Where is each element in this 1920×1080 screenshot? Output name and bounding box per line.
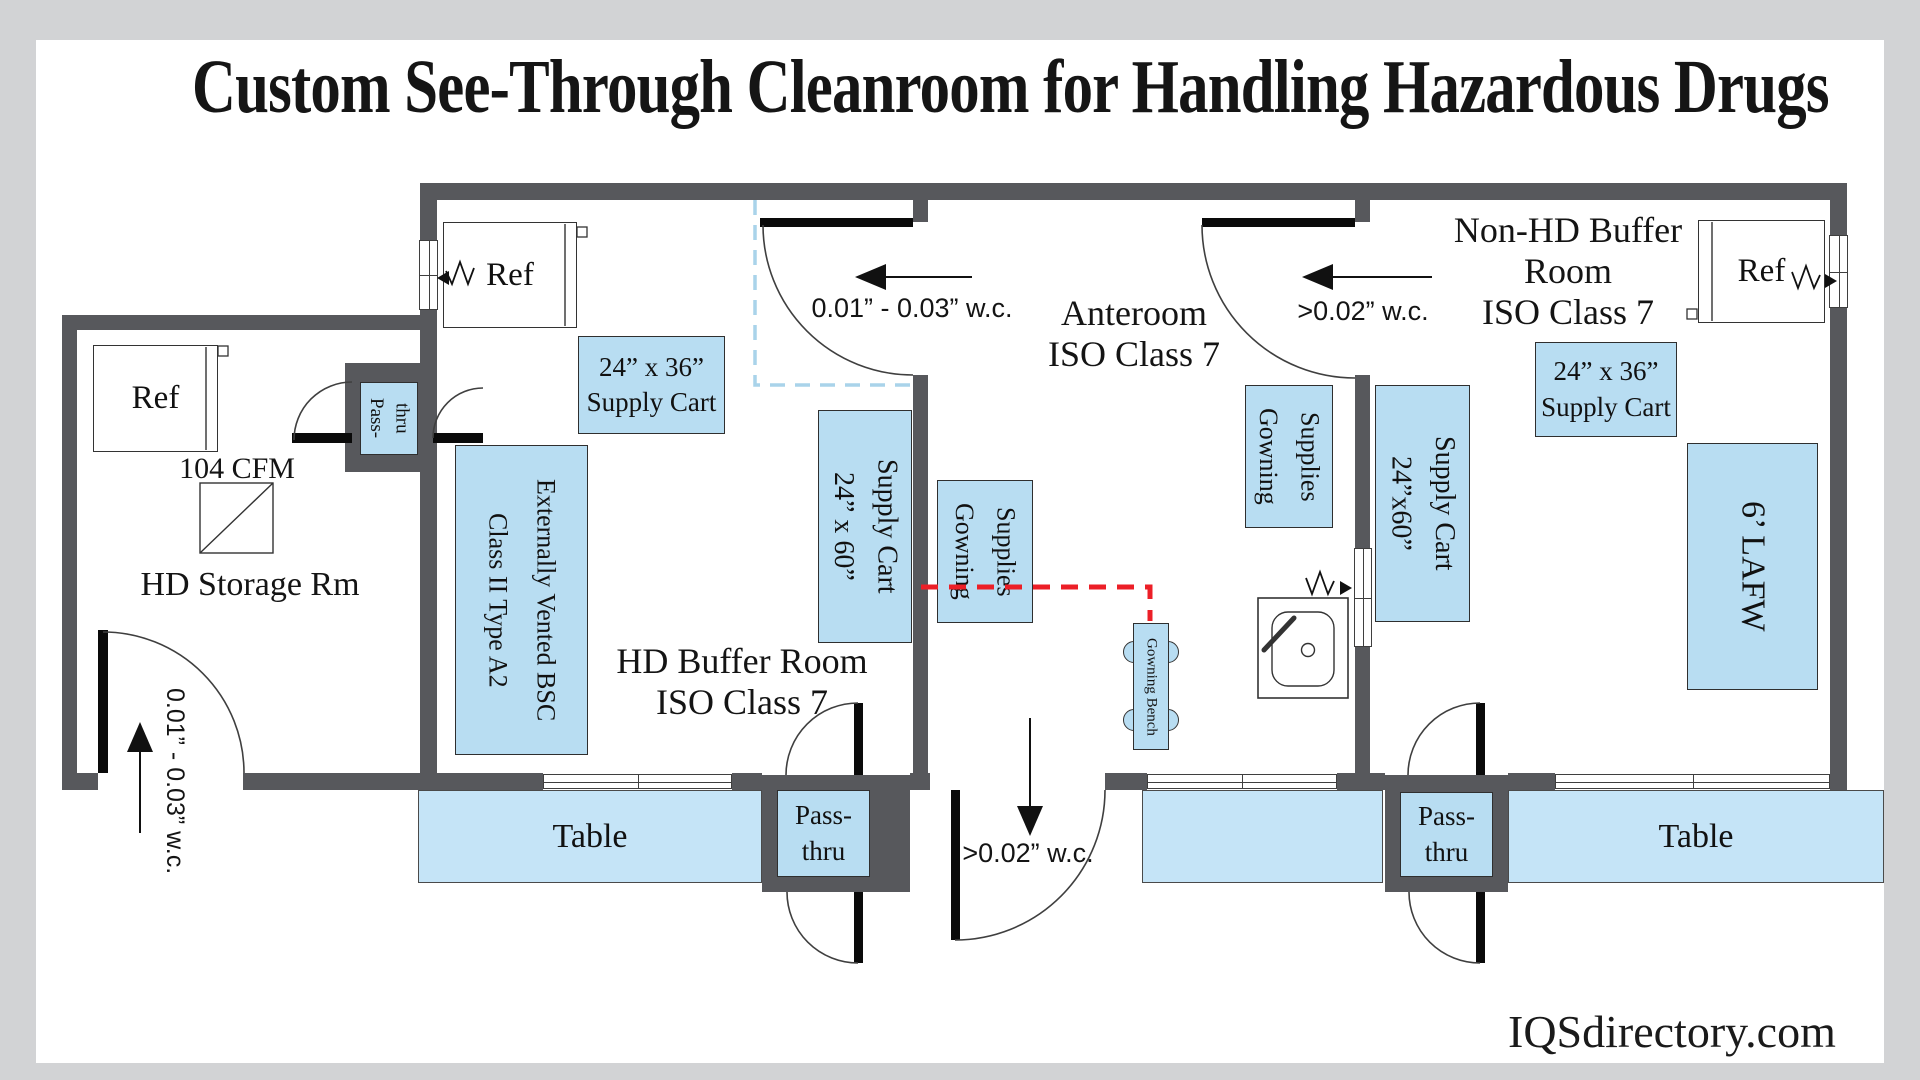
gowning-label-line1: Gowning: [1254, 408, 1283, 505]
wall-bottom-seg: [732, 773, 762, 790]
passthru-label-line1: Pass-: [794, 800, 852, 831]
pressure-label-anteroom-top: 0.01” - 0.03” w.c.: [811, 293, 1013, 323]
table-non-hd: Table: [1508, 790, 1884, 883]
passthru1-box: Pass- thru: [360, 382, 418, 455]
cart-label-line1: 24” x 60”: [828, 472, 859, 581]
gowning-supplies-left: Gowning Supplies: [937, 480, 1033, 623]
supply-cart-24x36-non-hd: 24” x 36” Supply Cart: [1535, 342, 1677, 437]
supply-cart-24x60-non-hd: 24”x60” Supply Cart: [1375, 385, 1470, 622]
refrigerator-storage: Ref: [93, 345, 218, 452]
window-bottom-anteroom: [1147, 774, 1337, 789]
wall-storage-left: [62, 315, 77, 790]
gowning-label-line2: Supplies: [1295, 411, 1325, 502]
wall-divider2-stub: [1355, 200, 1370, 222]
lafw-label: 6’ LAFW: [1734, 501, 1772, 632]
pressure-label-storage-door: 0.01” - 0.03” w.c.: [161, 688, 189, 875]
wall-divider1: [913, 375, 928, 773]
table-label: Table: [552, 817, 628, 855]
cart-label-line2: Supply Cart: [871, 459, 903, 594]
wall-bottom-seg: [910, 773, 930, 790]
wall-bottom-seg: [1105, 773, 1147, 790]
pressure-label-non-hd-top: >0.02” w.c.: [1297, 296, 1429, 326]
gowning-bench: Gowning Bench: [1133, 623, 1169, 750]
room-label-line: Non-HD Buffer: [1453, 210, 1683, 250]
cart-label-line1: 24”x60”: [1385, 456, 1417, 551]
passthru-label-line1: Pass-: [366, 398, 387, 439]
table-hd-buffer: Table: [418, 790, 762, 883]
room-label-anteroom: Anteroom ISO Class 7: [1048, 293, 1220, 375]
passthru-label-line2: thru: [391, 403, 413, 434]
supply-cart-24x36-hd: 24” x 36” Supply Cart: [578, 336, 725, 434]
room-label-non-hd: Non-HD Buffer Room ISO Class 7: [1454, 210, 1682, 333]
supply-cart-24x60-hd: 24” x 60” Supply Cart: [818, 410, 912, 643]
passthru-label-line2: thru: [801, 835, 846, 866]
passthru3-box: Pass- thru: [1400, 792, 1493, 877]
cfm-label: 104 CFM: [179, 452, 295, 485]
pressure-label-exit: >0.02” w.c.: [962, 838, 1094, 868]
cart-label-line2: Supply Cart: [1428, 436, 1460, 571]
bench-label: Gowning Bench: [1143, 637, 1160, 736]
wall-left-main: [420, 183, 437, 790]
room-label-hd-buffer: HD Buffer Room ISO Class 7: [616, 641, 867, 723]
bsc-cabinet: Class II Type A2 Externally Vented BSC: [455, 445, 588, 755]
lafw-workbench: 6’ LAFW: [1687, 443, 1818, 690]
ref-label: Ref: [1737, 253, 1786, 289]
watermark: IQSdirectory.com: [1508, 1006, 1836, 1057]
ref-label: Ref: [486, 256, 534, 293]
wall-divider1-stub: [913, 200, 928, 222]
cart-label-line1: 24” x 36”: [599, 351, 704, 382]
passthru2-box: Pass- thru: [777, 790, 870, 877]
room-label-line: ISO Class 7: [1481, 292, 1655, 333]
window-bottom-hd-buffer: [543, 774, 732, 789]
page-title: Custom See-Through Cleanroom for Handlin…: [192, 45, 1830, 129]
gowning-label-line2: Supplies: [991, 506, 1021, 597]
room-label-line: Room: [1523, 251, 1613, 292]
cart-label-line2: Supply Cart: [586, 387, 717, 417]
room-label-hd-storage: HD Storage Rm: [140, 566, 360, 603]
wall-right: [1830, 183, 1847, 790]
bsc-label-line2: Externally Vented BSC: [531, 478, 561, 722]
ref-label: Ref: [131, 380, 180, 416]
window-left-wall: [419, 240, 438, 310]
wall-bottom-seg: [1337, 773, 1385, 790]
wall-bottom-seg: [1508, 773, 1555, 790]
bsc-label-line1: Class II Type A2: [483, 512, 513, 688]
passthru-label-line2: thru: [1424, 836, 1469, 867]
window-divider2: [1354, 548, 1372, 647]
wall-storage-top: [62, 315, 420, 330]
cart-label-line2: Supply Cart: [1541, 391, 1671, 422]
refrigerator-non-hd: Ref: [1698, 220, 1825, 323]
room-label-line: Anteroom: [1061, 293, 1207, 333]
window-right-wall: [1829, 235, 1848, 308]
room-label-line: HD Buffer Room: [616, 641, 868, 681]
gowning-supplies-right: Gowning Supplies: [1245, 385, 1333, 528]
room-label-line: ISO Class 7: [655, 682, 829, 723]
table-anteroom: [1142, 790, 1383, 883]
refrigerator-hd-buffer: Ref: [443, 222, 577, 328]
wall-top: [420, 183, 1847, 200]
room-label-line: ISO Class 7: [1047, 334, 1221, 375]
window-bottom-non-hd: [1555, 774, 1830, 789]
passthru-label-line1: Pass-: [1417, 801, 1475, 832]
cart-label-line1: 24” x 36”: [1553, 356, 1659, 387]
wall-bottom-seg: [243, 773, 543, 790]
table-label: Table: [1658, 817, 1734, 855]
gowning-label-line1: Gowning: [950, 503, 979, 600]
